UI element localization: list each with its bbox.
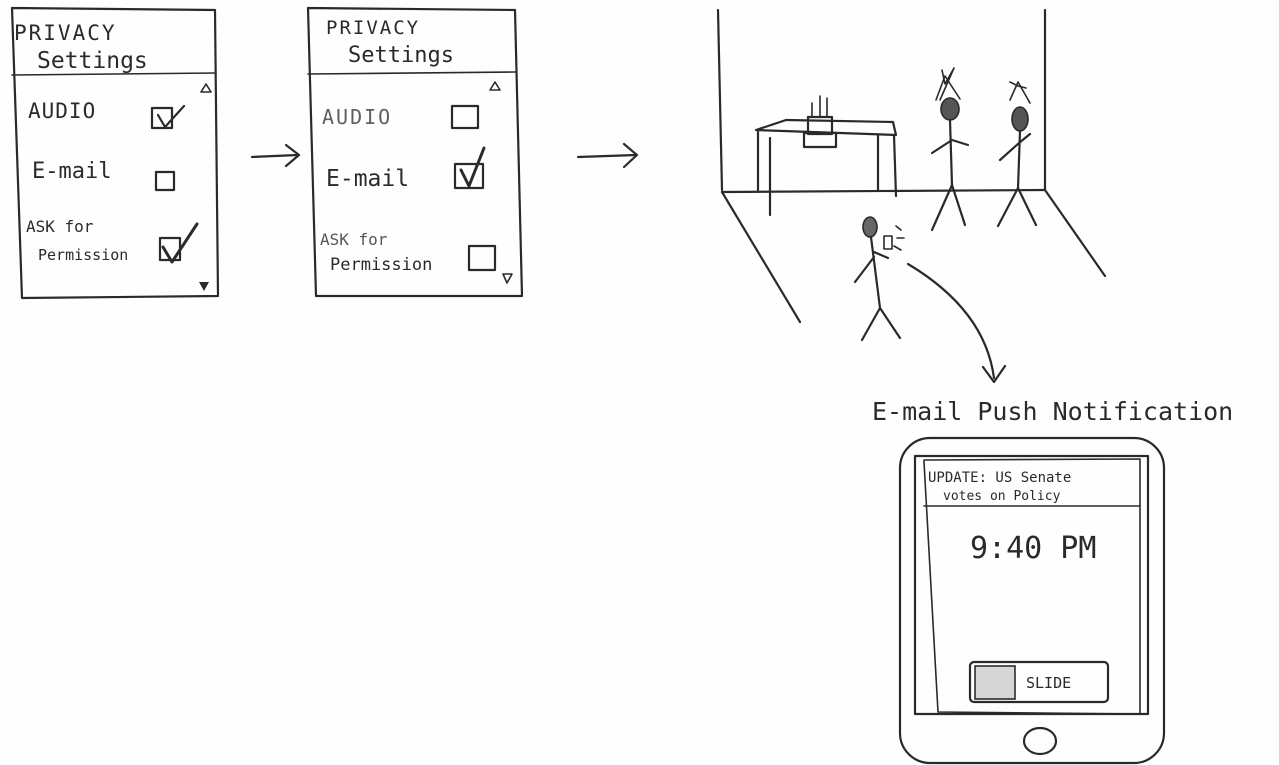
panel-2-title-line1: PRIVACY [326,17,420,39]
notification-caption: E-mail Push Notification [872,397,1233,426]
curved-arrow-icon [908,264,1005,382]
panel-2-ask-checkbox[interactable] [469,246,495,270]
scroll-down-icon[interactable] [199,282,209,291]
phone-small-icon [884,236,892,249]
arrow-right-icon-2 [578,144,637,167]
arrow-right-icon [252,145,299,166]
panel-2-item-ask-label-line1: ASK for [320,230,388,249]
privacy-panel-2: PRIVACY Settings AUDIO E-mail ASK for Pe… [308,8,522,296]
panel-2-item-ask-label-line2: Permission [330,255,432,275]
room-right-perspective [1045,190,1105,276]
notification-time: 9:40 PM [970,531,1096,566]
notification-header-line2: votes on Policy [943,489,1061,504]
party-scene [718,10,1105,382]
user-with-phone [855,217,904,340]
panel-1-item-ask-label-line2: Permission [38,246,128,264]
panel-1-item-email-label: E-mail [32,159,111,184]
panel-1-item-ask-label-line1: ASK for [26,217,94,236]
panel-1-item-audio-label: AUDIO [28,99,96,123]
room-left-perspective [722,192,800,322]
party-guest-2 [998,82,1036,226]
panel-2-scroll-up-icon[interactable] [490,82,500,90]
panel-2-item-email-label: E-mail [326,166,409,192]
scroll-up-icon[interactable] [201,84,211,92]
home-button[interactable] [1024,728,1056,754]
slide-to-unlock[interactable]: SLIDE [970,662,1108,702]
slide-handle[interactable] [975,666,1015,699]
panel-2-title-line2: Settings [348,43,454,68]
phone-device: UPDATE: US Senate votes on Policy 9:40 P… [900,438,1164,763]
panel-1-title-line2: Settings [37,48,148,74]
panel-1-audio-checkbox[interactable] [152,108,172,128]
panel-2-item-audio-label: AUDIO [322,105,392,129]
panel-2-scroll-down-icon[interactable] [503,274,512,283]
panel-2-title-divider [308,72,515,74]
panel-1-email-checkbox[interactable] [156,172,174,190]
slide-label: SLIDE [1026,674,1071,692]
panel-2-audio-checkbox[interactable] [452,106,478,128]
room-left-wall [718,10,722,190]
panel-1-title-line1: PRIVACY [14,21,117,45]
party-guest-1 [932,68,968,230]
notification-header-line1: UPDATE: US Senate [928,470,1071,486]
panel-2-email-checkmark-icon [461,148,484,186]
privacy-panel-1: PRIVACY Settings AUDIO E-mail ASK for Pe… [12,8,218,298]
